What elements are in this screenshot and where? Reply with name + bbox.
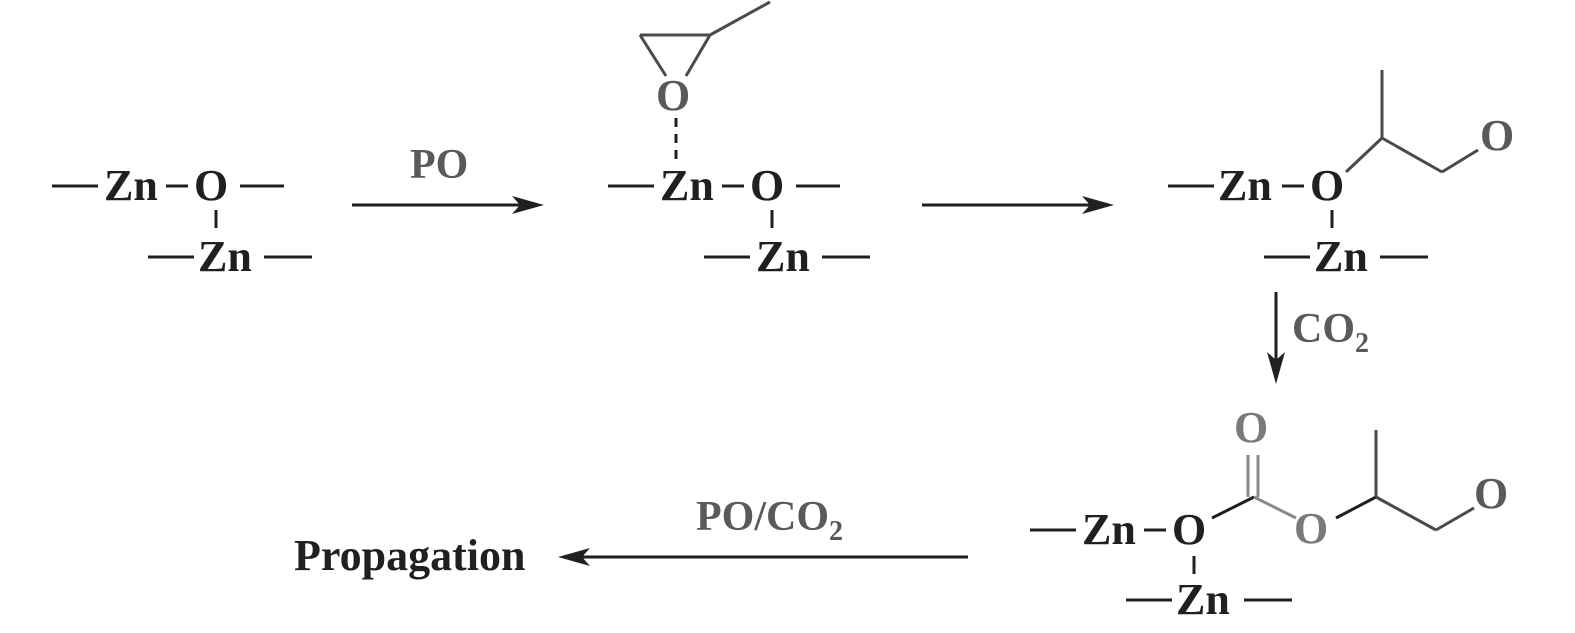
terminal-o-atom: O bbox=[1480, 111, 1514, 160]
arrow-step-3: CO2 bbox=[1267, 292, 1369, 384]
zn-atom: Zn bbox=[660, 161, 714, 210]
zn-atom-lower: Zn bbox=[756, 232, 810, 281]
arrow-head bbox=[512, 196, 544, 214]
zn-atom: Zn bbox=[1218, 161, 1272, 210]
structure-zno-cluster: Zn O Zn bbox=[52, 161, 312, 281]
carbonyl-o-atom: O bbox=[1234, 403, 1268, 452]
arrow-head bbox=[558, 548, 590, 566]
reagent-co2-base: CO bbox=[1292, 306, 1355, 352]
zn-atom: Zn bbox=[1082, 505, 1136, 554]
arrow-step-1: PO bbox=[352, 142, 544, 214]
ester-o-atom: O bbox=[1294, 504, 1328, 553]
arrow-head bbox=[1082, 196, 1114, 214]
o-atom: O bbox=[1172, 505, 1206, 554]
arrow-step-2 bbox=[922, 196, 1114, 214]
zn-atom-lower: Zn bbox=[1176, 575, 1230, 624]
bond-ch2-o bbox=[1441, 148, 1479, 174]
methyl-bond bbox=[709, 0, 771, 37]
reagent-po: PO bbox=[410, 142, 468, 188]
o-atom: O bbox=[750, 161, 784, 210]
reagent-po-co2-subscript: 2 bbox=[829, 516, 843, 547]
epoxide-co-bond-left bbox=[638, 34, 668, 77]
zn-atom-lower: Zn bbox=[1314, 232, 1368, 281]
o-atom: O bbox=[194, 161, 228, 210]
reagent-co2: CO2 bbox=[1292, 306, 1369, 359]
reagent-po-co2: PO/CO2 bbox=[696, 494, 843, 547]
zn-atom-lower: Zn bbox=[198, 232, 252, 281]
zn-atom: Zn bbox=[104, 161, 158, 210]
epoxide-o-atom: O bbox=[656, 71, 690, 120]
terminal-o-atom: O bbox=[1474, 469, 1508, 518]
structure-ring-opened-alkoxide: Zn O O Zn bbox=[1168, 70, 1514, 281]
structure-po-coordinated: O Zn O Zn bbox=[608, 0, 870, 281]
arrow-step-4: PO/CO2 bbox=[558, 494, 968, 566]
epoxide-co-bond-right bbox=[684, 34, 712, 77]
propagation-label: Propagation bbox=[294, 531, 525, 580]
o-atom: O bbox=[1310, 161, 1344, 210]
reagent-co2-subscript: 2 bbox=[1355, 328, 1369, 359]
bond-ch-ch2 bbox=[1381, 136, 1443, 174]
arrow-head bbox=[1267, 352, 1285, 384]
bond-c-ester-o bbox=[1253, 495, 1297, 520]
bond-ch-ch2 bbox=[1375, 495, 1437, 532]
bond-ch2-o bbox=[1435, 506, 1475, 532]
bond-ester-o-ch bbox=[1335, 495, 1377, 520]
bond-o-c bbox=[1211, 495, 1255, 520]
bond-o-ch bbox=[1344, 136, 1384, 174]
structure-carbonate: O O O Zn O Zn bbox=[1030, 403, 1508, 624]
reagent-po-co2-base: PO/CO bbox=[696, 494, 829, 540]
